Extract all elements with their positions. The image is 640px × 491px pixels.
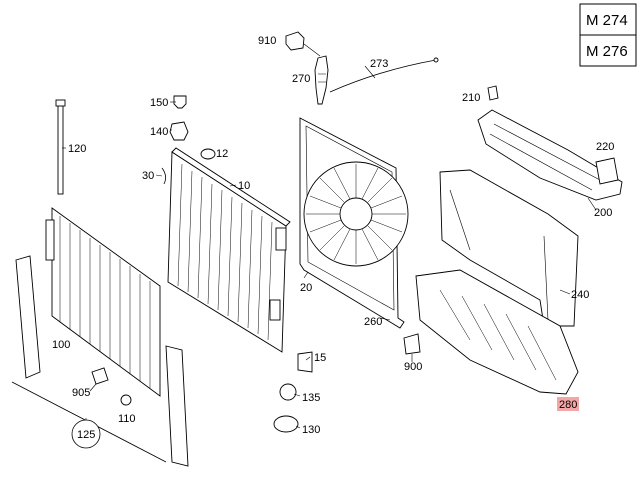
callout-905[interactable]: 905 <box>72 387 90 399</box>
part-125-brackets[interactable] <box>11 255 189 467</box>
model-label-1: M 274 <box>586 12 628 29</box>
part-15-sensor[interactable] <box>297 351 313 373</box>
callout-125-circle <box>71 419 101 449</box>
part-280-air-duct[interactable] <box>415 269 579 395</box>
callout-260[interactable]: 260 <box>364 316 382 328</box>
part-210-clip[interactable] <box>487 85 499 101</box>
part-120-rod[interactable] <box>55 99 66 195</box>
callout-900[interactable]: 900 <box>404 361 422 373</box>
callout-12[interactable]: 12 <box>216 148 228 160</box>
callout-30[interactable]: 30 <box>142 170 154 182</box>
callout-280-highlight <box>557 397 579 411</box>
part-30-clip[interactable] <box>161 167 166 185</box>
callout-10[interactable]: 10 <box>238 180 250 192</box>
part-150-screw[interactable] <box>173 95 187 109</box>
model-label-2: M 276 <box>586 43 628 60</box>
callout-130[interactable]: 130 <box>302 424 320 436</box>
callout-150[interactable]: 150 <box>150 97 168 109</box>
callout-125[interactable]: 125 <box>77 429 95 441</box>
callout-273[interactable]: 273 <box>370 58 388 70</box>
part-910-cap[interactable] <box>285 31 305 51</box>
callout-240[interactable]: 240 <box>571 289 589 301</box>
part-220-bracket[interactable] <box>595 157 619 185</box>
part-135-cap[interactable] <box>279 383 297 401</box>
callout-15[interactable]: 15 <box>314 352 326 364</box>
callout-100[interactable]: 100 <box>52 339 70 351</box>
model-box: M 274 M 276 <box>579 3 637 67</box>
part-140-grommet[interactable] <box>169 121 189 141</box>
callout-110[interactable]: 110 <box>118 413 136 425</box>
callout-280[interactable]: 280 <box>559 399 577 411</box>
callout-210[interactable]: 210 <box>462 92 480 104</box>
part-100-condenser[interactable] <box>45 207 161 397</box>
callout-135[interactable]: 135 <box>302 392 320 404</box>
part-130-plug[interactable] <box>273 415 299 433</box>
callout-270[interactable]: 270 <box>292 73 310 85</box>
part-200-carrier[interactable] <box>477 109 623 201</box>
callout-20[interactable]: 20 <box>300 282 312 294</box>
part-260-fan[interactable] <box>299 117 409 329</box>
part-10-radiator[interactable] <box>167 147 291 353</box>
part-905-pad[interactable] <box>91 367 109 385</box>
callout-220[interactable]: 220 <box>596 141 614 153</box>
callout-910[interactable]: 910 <box>258 35 276 47</box>
callout-140[interactable]: 140 <box>150 126 168 138</box>
part-110-bolt[interactable] <box>120 394 132 406</box>
callout-200[interactable]: 200 <box>594 207 612 219</box>
callout-120[interactable]: 120 <box>68 143 86 155</box>
part-273-wire[interactable] <box>329 59 437 93</box>
part-270-sensor[interactable] <box>314 55 329 105</box>
part-12-ring[interactable] <box>200 148 216 160</box>
part-900-pad[interactable] <box>403 333 421 355</box>
